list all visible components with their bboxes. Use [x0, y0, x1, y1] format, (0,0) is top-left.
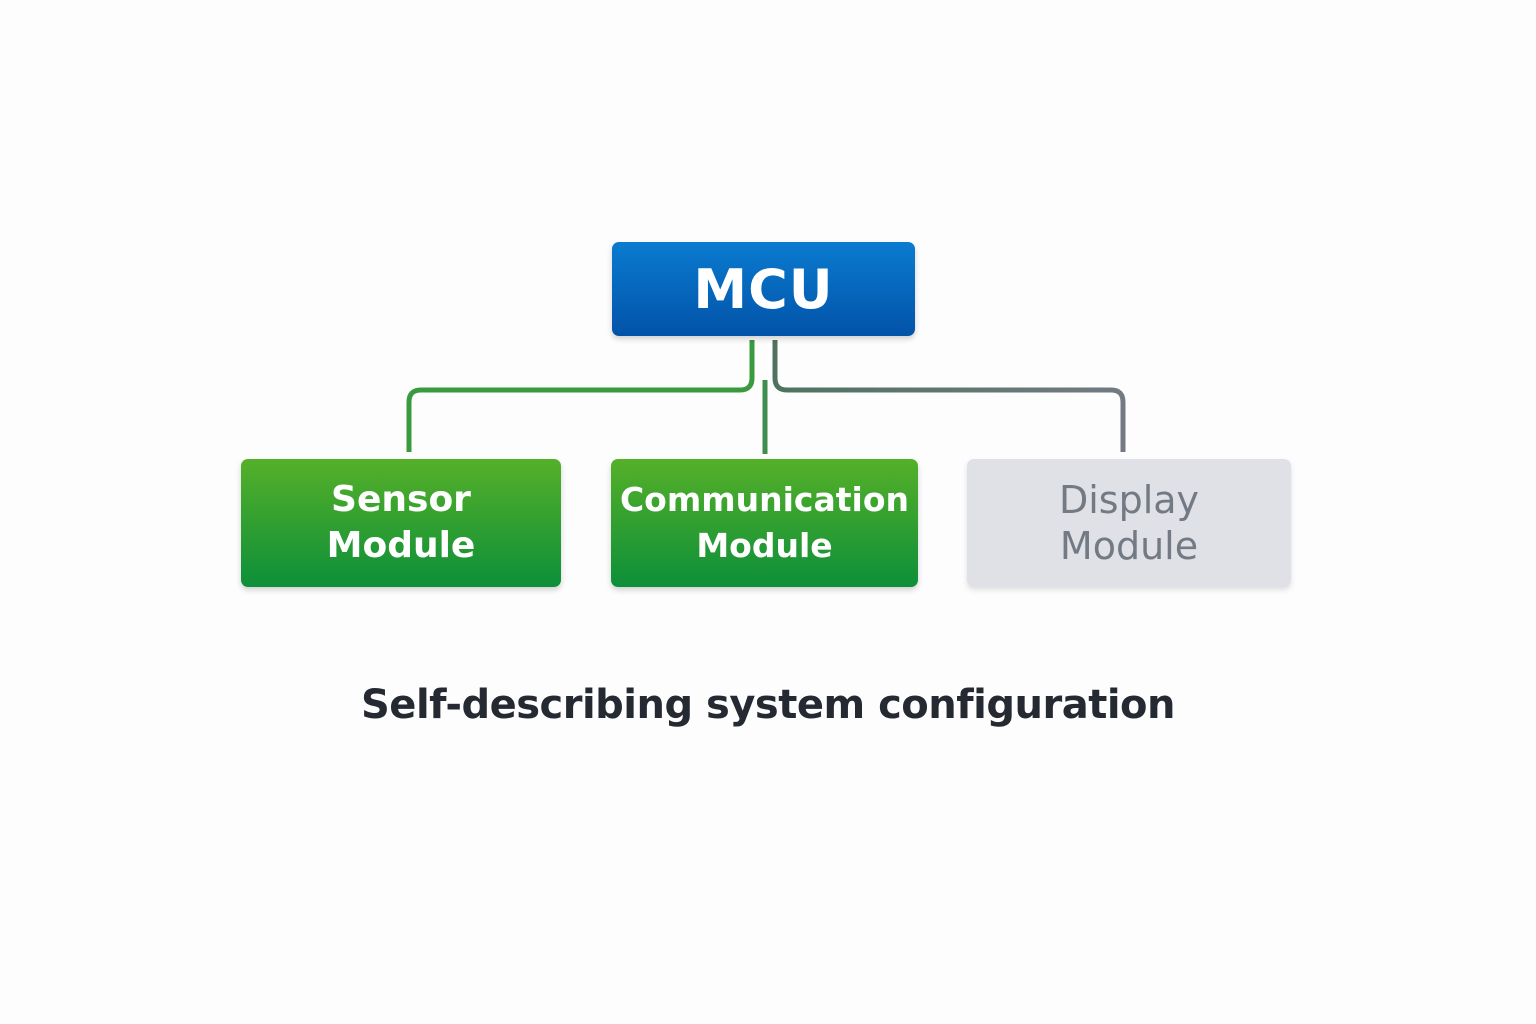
connector-mcu-to-display [772, 340, 1126, 452]
diagram-caption: Self-describing system configuration [361, 682, 1176, 728]
communication-module-label-line1: Communication [619, 480, 910, 519]
sensor-module-label-line1: Sensor [331, 479, 471, 520]
communication-module-node: Communication Module [611, 459, 918, 587]
connector-mcu-to-sensor [406, 340, 755, 452]
display-module-label-line1: Display [1058, 478, 1200, 522]
mcu-label: MCU [693, 257, 834, 321]
sensor-module-label-line2: Module [326, 525, 476, 566]
display-module-label-line2: Module [1059, 524, 1199, 568]
sensor-module-node: Sensor Module [241, 459, 561, 587]
communication-module-label-line2: Module [696, 526, 833, 565]
mcu-node: MCU [612, 242, 915, 336]
display-module-node: Display Module [967, 459, 1291, 587]
